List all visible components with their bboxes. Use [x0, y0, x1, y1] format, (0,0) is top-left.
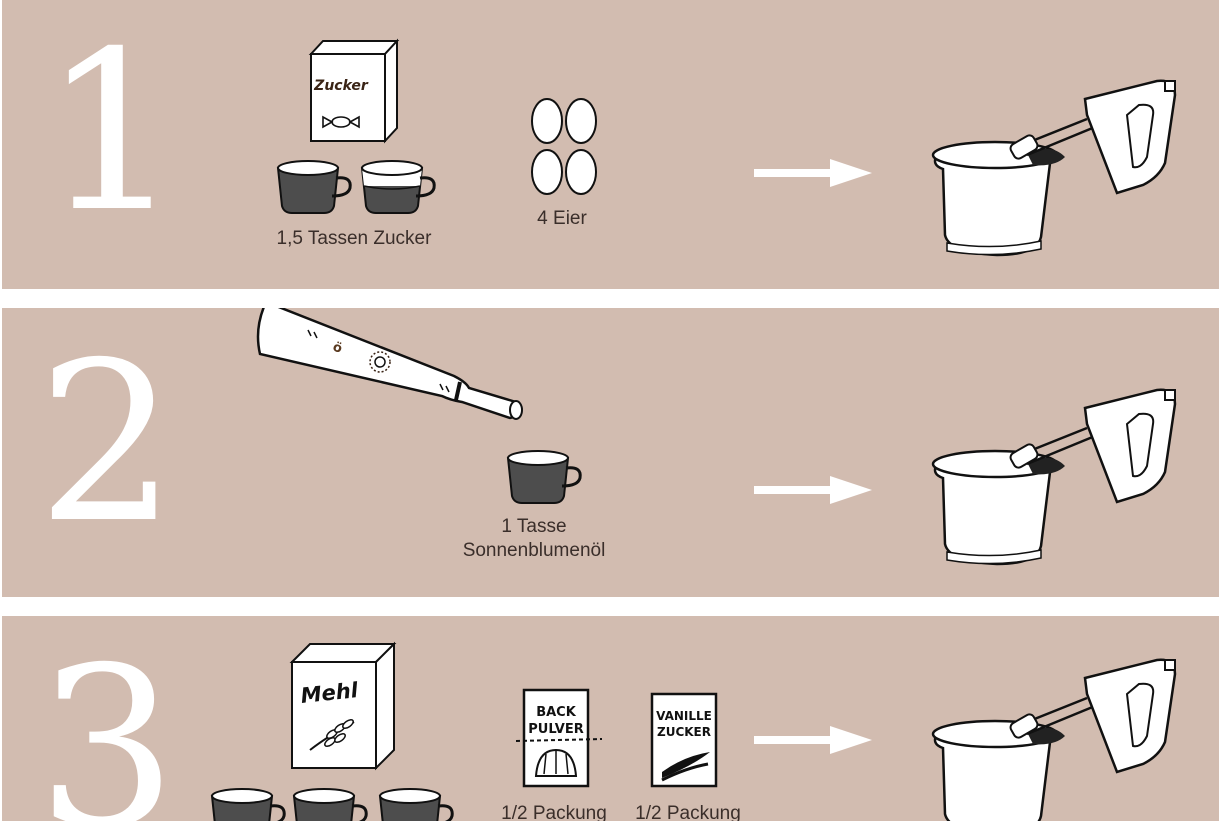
- step-number: 3: [37, 620, 177, 821]
- mixer-bowl-icon: [931, 388, 1177, 566]
- oil-amount-line1: 1 Tasse: [501, 516, 567, 537]
- arrow-right-icon: [754, 476, 872, 504]
- cup-icon: [292, 788, 368, 821]
- vanilla-sugar-line2: ZUCKER: [657, 725, 711, 739]
- sugar-amount-label: 1,5 Tassen Zucker: [276, 228, 432, 249]
- mixer-bowl-icon: [931, 79, 1177, 257]
- vanilla-sugar-amount: 1/2 Packung: [635, 803, 741, 821]
- cup-icon: [378, 788, 454, 821]
- cup-full-icon: [276, 160, 352, 214]
- baking-powder-icon: BACK PULVER: [515, 688, 603, 788]
- vanilla-sugar-line1: VANILLE: [656, 709, 712, 723]
- flour-bag-icon: Mehl: [289, 641, 397, 771]
- step-number: 2: [37, 315, 177, 571]
- baking-powder-line1: BACK: [536, 705, 577, 720]
- oil-amount-line2: Sonnenblumenöl: [462, 540, 606, 561]
- baking-powder-amount: 1/2 Packung: [501, 803, 607, 821]
- step-3-panel: 3 Mehl BACK PULVER 1/2 P: [2, 616, 1219, 821]
- oil-cup-icon: [506, 450, 582, 504]
- sugar-box-label: Zucker: [313, 78, 369, 94]
- step-1-panel: 1 Zucker 1,5 Tassen Zucker 4 Eier: [2, 0, 1219, 289]
- eggs-label: 4 Eier: [537, 208, 587, 229]
- cup-half-icon: [360, 160, 436, 214]
- oil-bottle-icon: ö: [256, 308, 523, 420]
- step-2-panel: 2 ö 1 Tasse Sonnenblumenöl: [2, 308, 1219, 597]
- baking-powder-line2: PULVER: [528, 722, 584, 737]
- arrow-right-icon: [754, 726, 872, 754]
- eggs-icon: [531, 98, 597, 195]
- cup-icon: [210, 788, 286, 821]
- vanilla-sugar-icon: VANILLE ZUCKER: [650, 692, 718, 788]
- step-number: 1: [42, 4, 182, 260]
- arrow-right-icon: [754, 159, 872, 187]
- mixer-bowl-icon: [931, 658, 1177, 821]
- sugar-box-icon: Zucker: [308, 38, 400, 144]
